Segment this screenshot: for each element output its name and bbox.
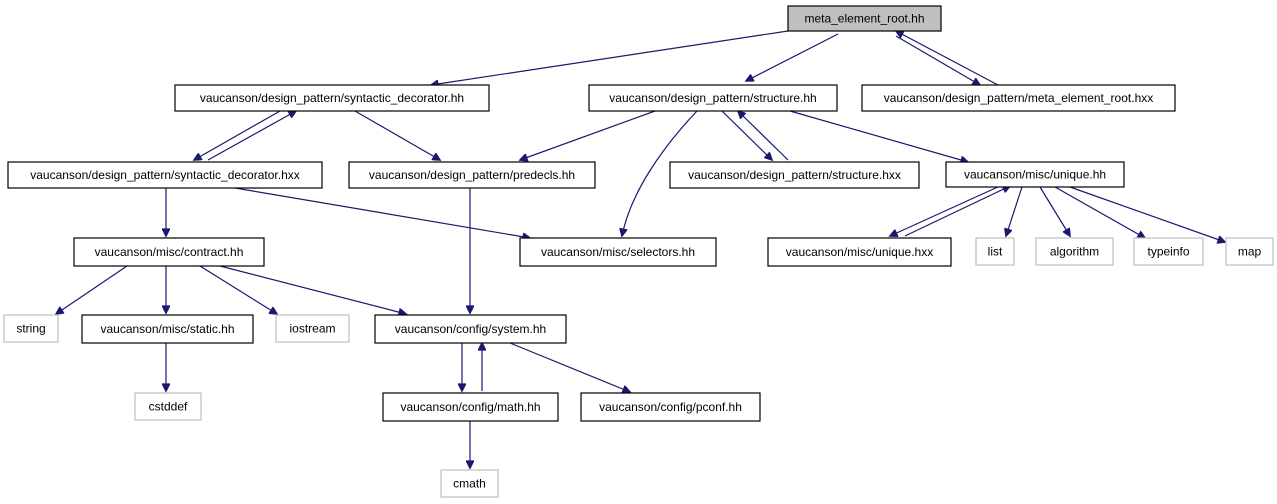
node-static[interactable]: vaucanson/misc/static.hh xyxy=(81,314,254,344)
node-box xyxy=(275,314,350,343)
node-cstddef: cstddef xyxy=(134,392,202,421)
node-label: cstddef xyxy=(149,400,188,414)
edge-root-to-mer_hxx xyxy=(895,35,980,85)
edges-layer xyxy=(56,31,1225,468)
node-box xyxy=(1035,237,1114,266)
node-box xyxy=(669,161,920,189)
node-iostream: iostream xyxy=(275,314,350,343)
edge-unique_hh-to-list xyxy=(1006,186,1023,236)
node-box xyxy=(440,469,499,498)
edge-struct_hh-to-unique_hh xyxy=(789,110,968,162)
node-box xyxy=(767,237,952,267)
node-map: map xyxy=(1225,237,1274,266)
node-box xyxy=(580,392,761,422)
node-box xyxy=(588,84,838,112)
node-label: vaucanson/design_pattern/structure.hh xyxy=(609,91,816,105)
edge-unique_hh-to-typeinfo xyxy=(1054,186,1145,238)
node-label: map xyxy=(1238,245,1262,259)
node-box xyxy=(975,237,1015,266)
node-label: vaucanson/design_pattern/meta_element_ro… xyxy=(884,91,1154,105)
node-label: vaucanson/misc/static.hh xyxy=(100,322,234,336)
node-box xyxy=(787,5,942,32)
edge-syn_hxx-to-selectors xyxy=(234,187,530,238)
node-system[interactable]: vaucanson/config/system.hh xyxy=(374,314,567,344)
node-list: list xyxy=(975,237,1015,266)
node-math[interactable]: vaucanson/config/math.hh xyxy=(382,392,559,422)
edge-mer_hxx-to-root xyxy=(896,31,999,86)
node-box xyxy=(382,392,559,422)
node-label: vaucanson/misc/unique.hh xyxy=(964,168,1106,182)
node-box xyxy=(7,161,323,189)
node-label: vaucanson/config/system.hh xyxy=(395,322,546,336)
edge-struct_hh-to-predecls xyxy=(520,110,656,160)
edge-contract-to-system xyxy=(219,265,406,314)
edge-struct_hxx-to-struct_hh xyxy=(738,111,789,161)
edge-syn_hh-to-syn_hxx xyxy=(194,110,281,160)
edge-root-to-syn_hh xyxy=(431,30,789,85)
node-predecls[interactable]: vaucanson/design_pattern/predecls.hh xyxy=(348,161,596,189)
node-box xyxy=(3,314,59,343)
node-box xyxy=(134,392,202,421)
node-typeinfo: typeinfo xyxy=(1133,237,1204,266)
node-label: iostream xyxy=(289,322,335,336)
edge-contract-to-string xyxy=(56,265,128,314)
edge-unique_hh-to-algorithm xyxy=(1039,186,1070,236)
edge-contract-to-iostream xyxy=(199,265,277,314)
node-unique-hh[interactable]: vaucanson/misc/unique.hh xyxy=(945,161,1125,188)
edge-unique_hh-to-unique_hxx xyxy=(890,185,1001,236)
node-struct-hxx[interactable]: vaucanson/design_pattern/structure.hxx xyxy=(669,161,920,189)
edge-syn_hh-to-predecls xyxy=(354,110,440,160)
edge-root-to-struct_hh xyxy=(746,33,839,81)
node-label: algorithm xyxy=(1050,245,1099,259)
node-label: vaucanson/misc/unique.hxx xyxy=(786,245,933,259)
node-label: vaucanson/design_pattern/structure.hxx xyxy=(688,168,901,182)
node-selectors[interactable]: vaucanson/misc/selectors.hh xyxy=(519,237,717,267)
node-box xyxy=(174,84,490,112)
node-cmath: cmath xyxy=(440,469,499,498)
node-box xyxy=(81,314,254,344)
node-box xyxy=(73,237,265,267)
node-struct-hh[interactable]: vaucanson/design_pattern/structure.hh xyxy=(588,84,838,112)
node-label: meta_element_root.hh xyxy=(804,12,924,26)
node-box xyxy=(861,84,1176,112)
node-label: vaucanson/config/pconf.hh xyxy=(599,400,742,414)
node-box xyxy=(1133,237,1204,266)
node-root[interactable]: meta_element_root.hh xyxy=(787,5,942,32)
node-box xyxy=(1225,237,1274,266)
node-pconf[interactable]: vaucanson/config/pconf.hh xyxy=(580,392,761,422)
edge-unique_hh-to-map xyxy=(1069,186,1225,242)
node-string: string xyxy=(3,314,59,343)
node-box xyxy=(519,237,717,267)
edge-system-to-pconf xyxy=(509,342,630,392)
node-contract[interactable]: vaucanson/misc/contract.hh xyxy=(73,237,265,267)
node-unique-hxx[interactable]: vaucanson/misc/unique.hxx xyxy=(767,237,952,267)
edge-struct_hh-to-struct_hxx xyxy=(721,110,772,160)
node-label: vaucanson/design_pattern/syntactic_decor… xyxy=(30,168,300,182)
node-label: string xyxy=(16,322,45,336)
node-label: cmath xyxy=(453,477,486,491)
node-label: vaucanson/design_pattern/predecls.hh xyxy=(369,168,575,182)
node-label: vaucanson/misc/selectors.hh xyxy=(541,245,695,259)
node-label: vaucanson/design_pattern/syntactic_decor… xyxy=(200,91,464,105)
node-mer-hxx[interactable]: vaucanson/design_pattern/meta_element_ro… xyxy=(861,84,1176,112)
node-box xyxy=(945,161,1125,188)
node-syn-hh[interactable]: vaucanson/design_pattern/syntactic_decor… xyxy=(174,84,490,112)
node-box xyxy=(348,161,596,189)
node-label: typeinfo xyxy=(1147,245,1189,259)
node-box xyxy=(374,314,567,344)
node-label: vaucanson/config/math.hh xyxy=(400,400,540,414)
edge-unique_hxx-to-unique_hh xyxy=(904,186,1010,237)
node-algorithm: algorithm xyxy=(1035,237,1114,266)
node-label: list xyxy=(988,245,1003,259)
nodes-layer: meta_element_root.hh vaucanson/design_pat… xyxy=(3,5,1274,498)
node-syn-hxx[interactable]: vaucanson/design_pattern/syntactic_decor… xyxy=(7,161,323,189)
edge-struct_hh-to-selectors xyxy=(622,110,698,236)
edge-syn_hxx-to-syn_hh xyxy=(207,111,296,161)
node-label: vaucanson/misc/contract.hh xyxy=(95,245,244,259)
